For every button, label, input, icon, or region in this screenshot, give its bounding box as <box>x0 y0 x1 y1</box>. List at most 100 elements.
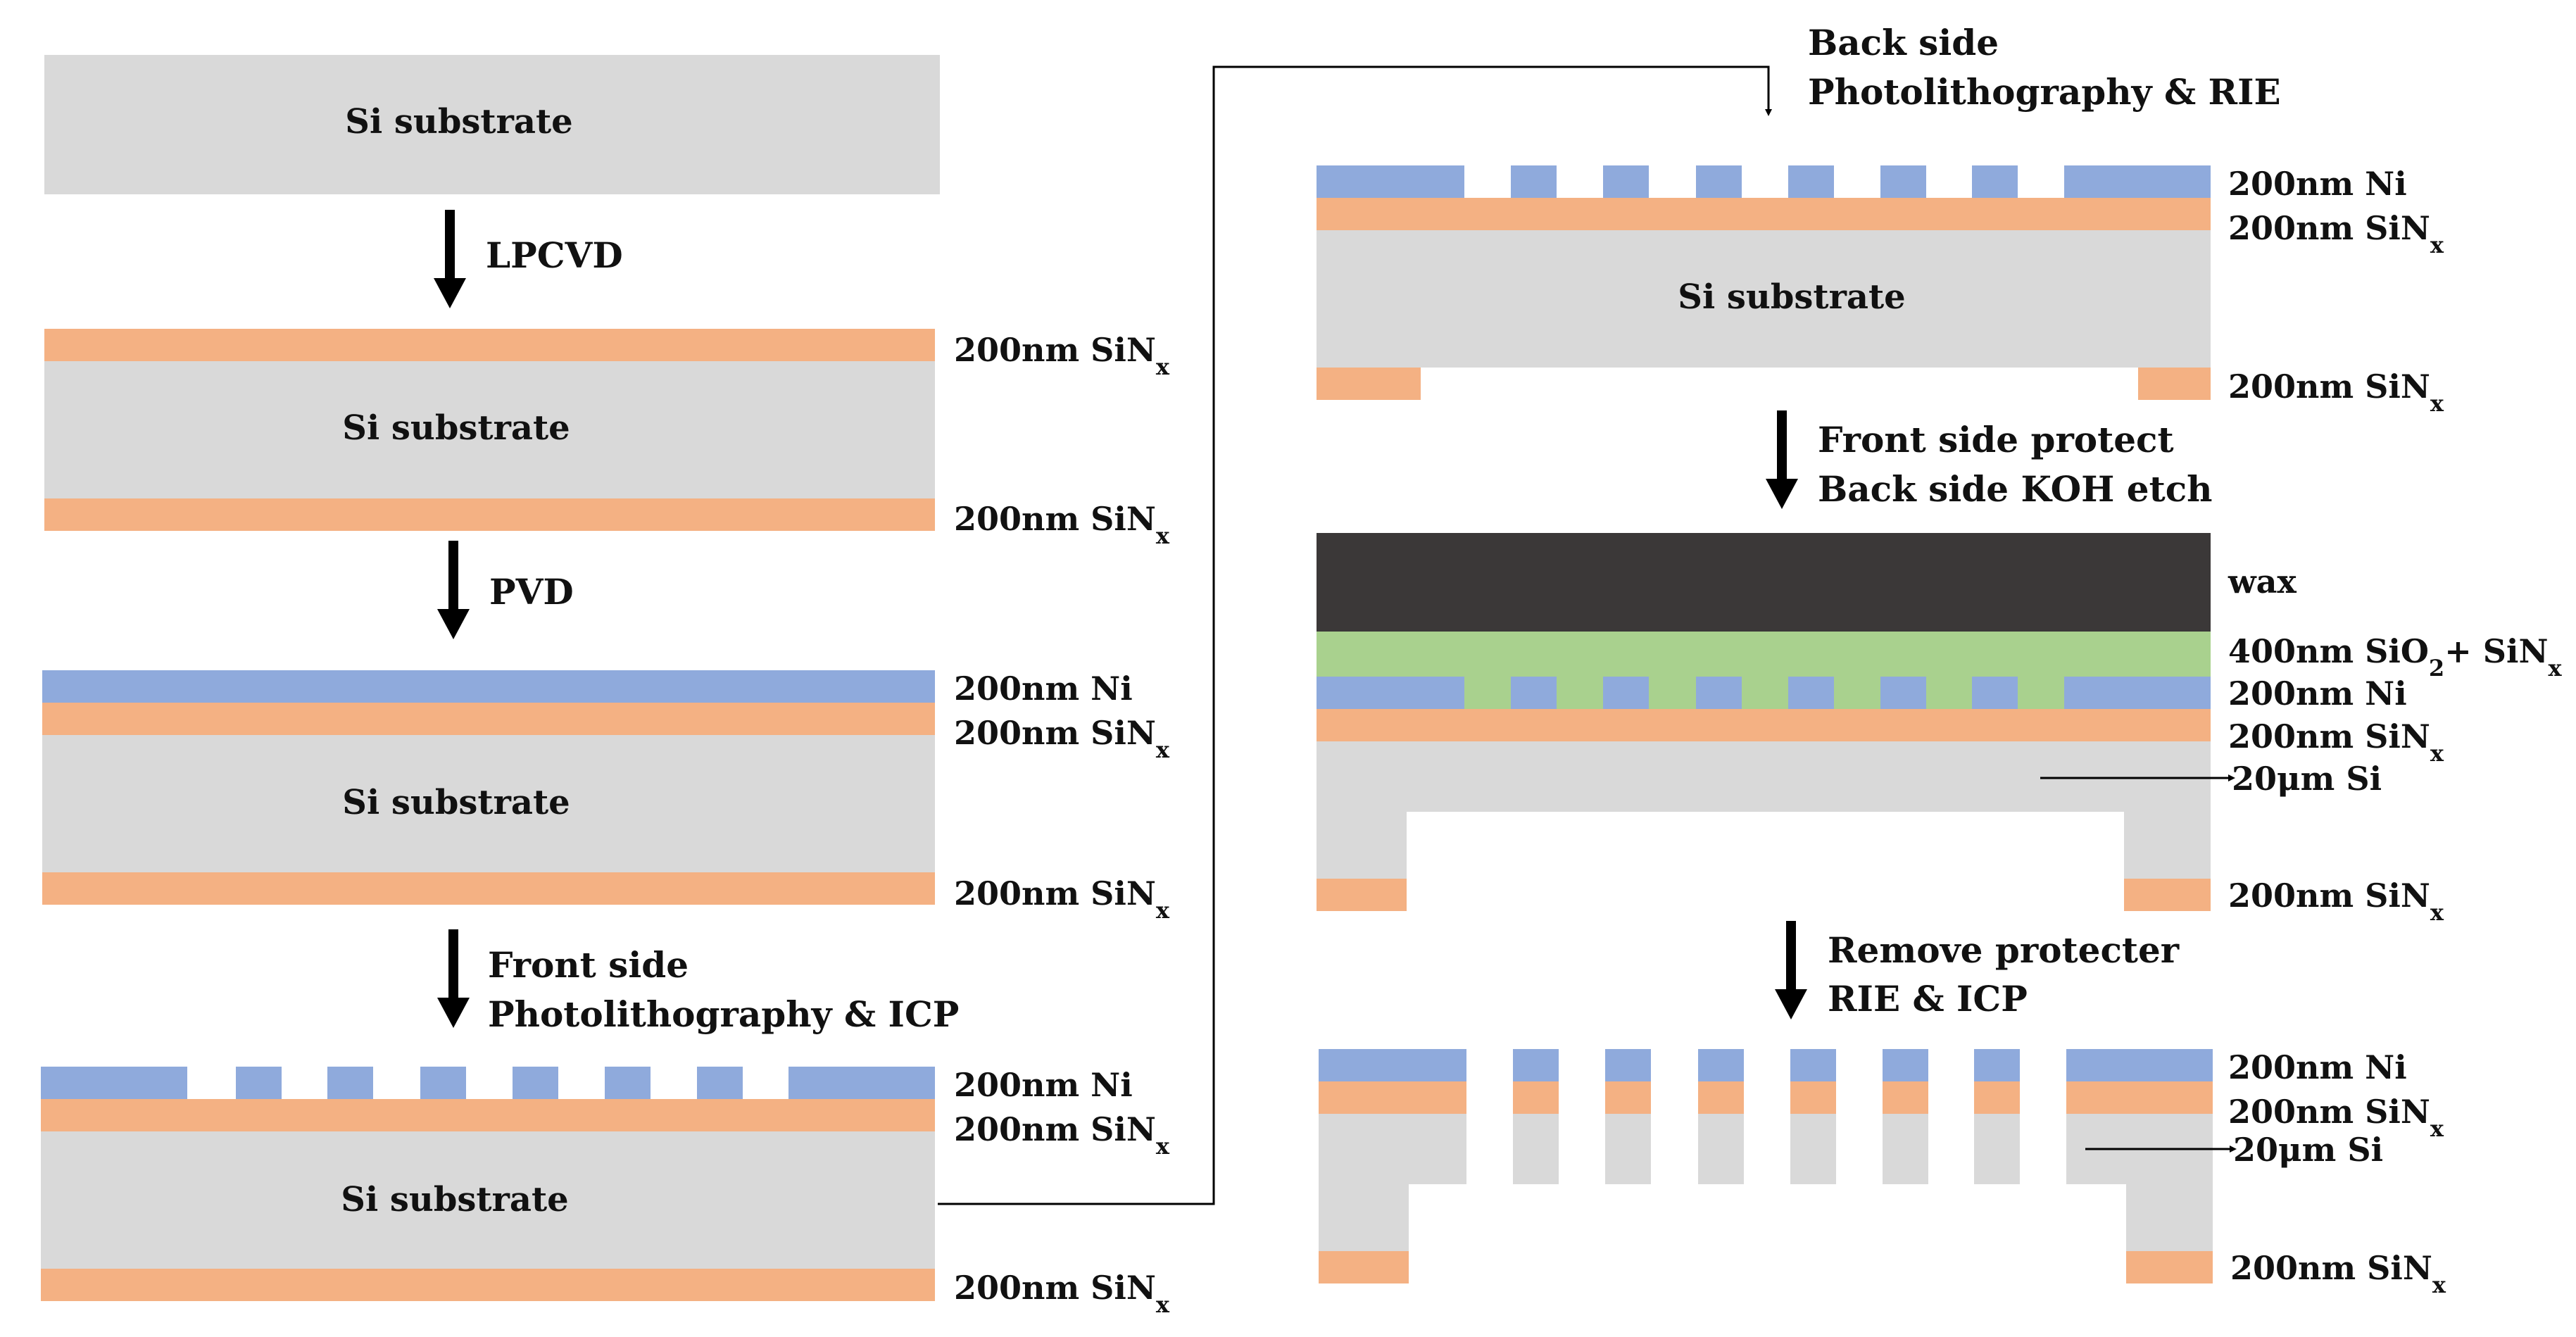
ni-pillar <box>1603 165 1649 198</box>
step-arrow-pvd: PVD <box>437 541 574 639</box>
arrow-shaft <box>445 210 455 280</box>
ni-label: 200nm Ni <box>2228 674 2407 713</box>
stage-4-ni-patterned: Si substrate 200nm Ni 200nm SiNx 200nm S… <box>41 1066 1170 1318</box>
si-thickness-label: 20μm Si <box>2232 760 2382 798</box>
si-pillar <box>1790 1114 1836 1184</box>
ni-pillar <box>327 1067 373 1099</box>
sinx-bottom-label: 200nm SiNx <box>954 1269 1170 1318</box>
ni-pad-right <box>2066 1049 2213 1081</box>
si-substrate-layer <box>41 1131 935 1269</box>
step-label-front-side-protect: Front side protect <box>1818 419 2174 460</box>
ni-pillar <box>1696 677 1742 709</box>
ni-layer <box>42 670 935 703</box>
si-substrate-label: Si substrate <box>345 102 572 142</box>
step-label-lpcvd: LPCVD <box>486 234 623 276</box>
ni-pad-left <box>1317 165 1464 198</box>
sinx-bottom-pad-right <box>2138 368 2211 400</box>
sinx-top-label: 200nm SiNx <box>2228 717 2444 767</box>
sinx-pillar <box>1790 1081 1836 1114</box>
ni-label: 200nm Ni <box>954 1066 1133 1104</box>
sinx-bottom-label: 200nm SiNx <box>954 500 1170 549</box>
si-substrate-label: Si substrate <box>1678 277 1905 317</box>
stage-2-sinx-deposited: Si substrate 200nm SiNx 200nm SiNx <box>44 329 1170 549</box>
sio2-sinx-label: 400nm SiO2+ SiNx <box>2228 632 2563 682</box>
sinx-pillar <box>1513 1081 1559 1114</box>
sinx-top-layer <box>41 1099 935 1131</box>
ni-pillar <box>1788 165 1834 198</box>
sinx-bottom-label: 200nm SiNx <box>2230 1249 2446 1298</box>
sinx-pillar <box>1698 1081 1744 1114</box>
sinx-top-label: 200nm SiNx <box>2228 209 2444 258</box>
arrow-shaft <box>1786 921 1796 991</box>
ni-pillar <box>1972 677 2018 709</box>
ni-pillar <box>1788 677 1834 709</box>
step-label-pvd: PVD <box>489 571 574 613</box>
stage-5-backside-patterned: Si substrate 200nm Ni 200nm SiNx 200nm S… <box>1317 165 2444 417</box>
sinx-top-layer <box>44 329 935 361</box>
step-label-back-side-koh: Back side KOH etch <box>1818 468 2213 510</box>
sinx-top-label: 200nm SiNx <box>954 331 1170 380</box>
sinx-top-label: 200nm SiNx <box>954 1110 1170 1160</box>
ni-pillar <box>1790 1049 1836 1081</box>
step-back-side-rie: Back side Photolithography & RIE <box>1808 22 2281 113</box>
ni-pillar <box>420 1067 466 1099</box>
ni-pillar <box>1511 165 1557 198</box>
si-substrate-label: Si substrate <box>341 1180 568 1219</box>
ni-pad-right <box>2064 165 2211 198</box>
si-pillar <box>1883 1114 1928 1184</box>
si-pad-left <box>1319 1114 1466 1184</box>
ni-pad-left <box>1319 1049 1466 1081</box>
si-leg-left <box>1317 812 1407 879</box>
ni-pillar <box>1880 677 1926 709</box>
stage-1-bare-substrate: Si substrate <box>44 55 940 194</box>
ni-pillar <box>236 1067 282 1099</box>
sinx-pillar <box>1883 1081 1928 1114</box>
si-substrate-label: Si substrate <box>342 783 570 822</box>
arrow-head <box>1775 989 1807 1019</box>
si-thickness-label: 20μm Si <box>2233 1131 2383 1169</box>
arrow-shaft <box>448 541 458 611</box>
step-arrow-koh-etch: Front side protect Back side KOH etch <box>1766 410 2213 510</box>
ni-pad-right <box>2064 677 2211 709</box>
connector-line <box>938 65 1772 1205</box>
ni-pad-left <box>1317 677 1464 709</box>
ni-pillar <box>513 1067 558 1099</box>
ni-pad-right <box>788 1067 935 1099</box>
step-label-rie-icp: RIE & ICP <box>1828 978 2028 1019</box>
sinx-bottom-label: 200nm SiNx <box>2228 368 2444 417</box>
ni-label: 200nm Ni <box>2228 165 2407 203</box>
wax-layer <box>1317 533 2211 632</box>
ni-pillar <box>1605 1049 1651 1081</box>
si-pillar <box>1605 1114 1651 1184</box>
sinx-pillar <box>1974 1081 2020 1114</box>
ni-label: 200nm Ni <box>2228 1048 2407 1086</box>
sinx-top-layer <box>42 703 935 735</box>
si-leg-right <box>2124 812 2211 879</box>
sinx-pillar <box>1605 1081 1651 1114</box>
step-arrow-lpcvd: LPCVD <box>434 210 623 308</box>
arrow-head <box>437 998 470 1028</box>
arrow-shaft <box>1777 410 1787 481</box>
sinx-bottom-pad-right <box>2126 1251 2213 1283</box>
ni-pillar <box>1511 677 1557 709</box>
ni-pillar <box>1698 1049 1744 1081</box>
si-membrane-layer <box>1317 741 2211 812</box>
sinx-bottom-label: 200nm SiNx <box>954 874 1170 924</box>
sio2-sinx-protect-layer <box>1317 632 2211 709</box>
ni-pillar <box>1603 677 1649 709</box>
ni-pillar <box>697 1067 743 1099</box>
si-leg-right <box>2126 1184 2213 1251</box>
arrow-shaft <box>448 929 458 1000</box>
step-label-photolithography-icp: Photolithography & ICP <box>488 993 959 1035</box>
sinx-top-layer <box>1317 709 2211 741</box>
ni-pillar <box>1972 165 2018 198</box>
sinx-bottom-pad-left <box>1319 1251 1409 1283</box>
sinx-bottom-pad-left <box>1317 368 1421 400</box>
step-arrow-remove-protecter: Remove protecter RIE & ICP <box>1775 921 2180 1019</box>
ni-pillar <box>1974 1049 2020 1081</box>
si-pillar <box>1698 1114 1744 1184</box>
ni-pillar <box>605 1067 651 1099</box>
si-substrate-label: Si substrate <box>342 408 570 448</box>
sinx-top-label: 200nm SiNx <box>954 714 1170 763</box>
stage-3-ni-deposited: Si substrate 200nm Ni 200nm SiNx 200nm S… <box>42 670 1170 924</box>
